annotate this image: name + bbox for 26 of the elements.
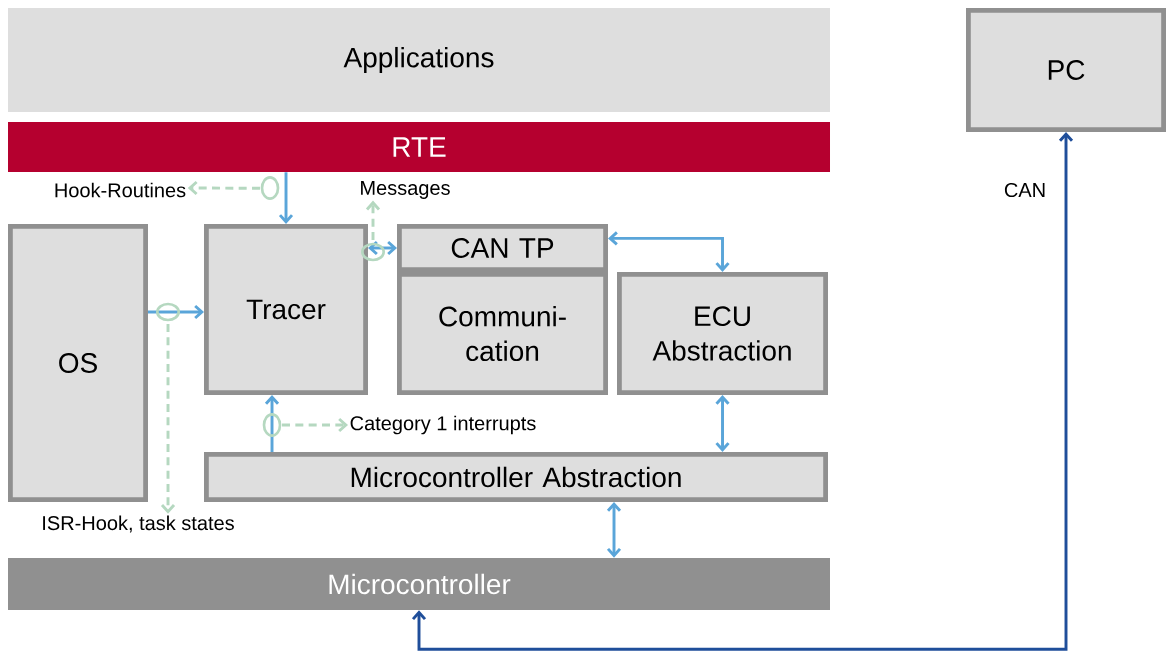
arrow [148,304,204,320]
arrow [282,417,349,433]
module-box: Microcontroller Abstraction [204,452,828,502]
annotation-text: Category 1 interrupts [350,415,536,435]
arrow [606,502,622,558]
module-box: ECU Abstraction [617,272,828,395]
arrow [264,395,280,452]
module-box: Tracer [204,224,368,395]
arrow [411,132,1074,651]
arrow [365,200,381,240]
layer-band: RTE [8,122,830,172]
module-box: CAN TP [397,224,608,272]
arrow [715,395,730,452]
arrow [368,240,397,256]
layer-band: Microcontroller [8,558,830,610]
arrow [278,172,294,224]
arrow [187,180,260,196]
arrow [608,231,730,272]
edge-label: CAN [1002,181,1048,199]
arrow [160,324,176,514]
annotation-text: Hook-Routines [55,182,186,198]
annotation-text: Messages [361,181,450,199]
annotation-text: ISR-Hook, task states [43,515,234,533]
layer-band: Applications [8,8,830,112]
module-box: PC [966,8,1166,132]
module-box: OS [8,224,148,502]
